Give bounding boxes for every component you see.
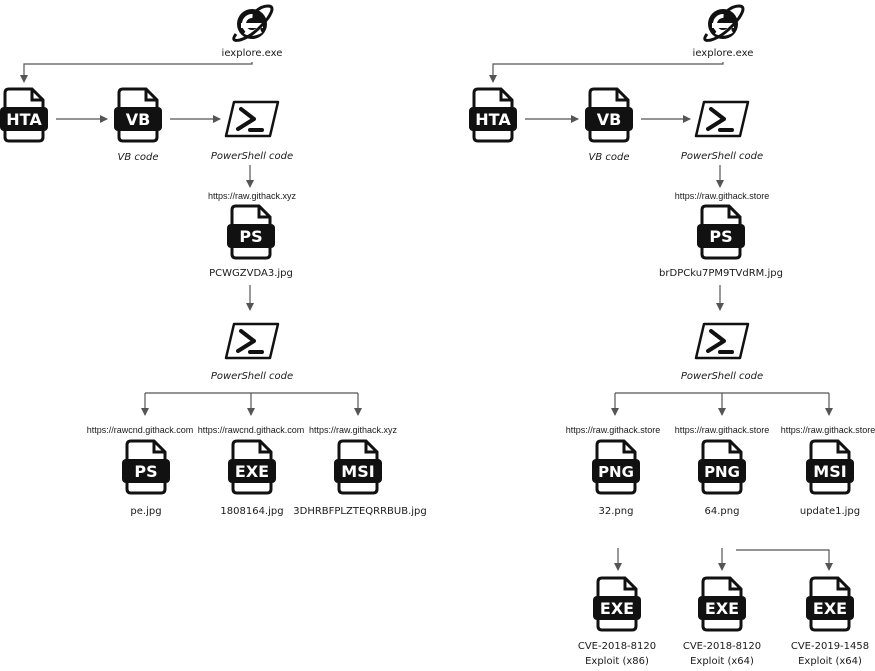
left-download-badge-2: EXE	[228, 459, 276, 483]
svg-text:PNG: PNG	[598, 463, 634, 481]
right-download-badge-1: PNG	[592, 459, 640, 483]
left-hta-badge: HTA	[0, 107, 48, 131]
right-ps-caption-2: PowerShell code	[681, 371, 763, 382]
right-ps-caption-1: PowerShell code	[681, 151, 763, 162]
svg-text:VB: VB	[126, 110, 151, 129]
svg-text:MSI: MSI	[813, 462, 846, 481]
left-ps-caption-1: PowerShell code	[211, 151, 293, 162]
left-download-badge-1: PS	[122, 459, 170, 483]
svg-text:HTA: HTA	[475, 110, 511, 129]
right-download-file-3: update1.jpg	[800, 506, 860, 517]
right-ps-file-badge: PS	[697, 224, 745, 248]
right-ie-label: iexplore.exe	[693, 48, 754, 59]
left-download-url-1: https://rawcnd.githack.com	[87, 425, 194, 435]
right-download-url-3: https://raw.githack.store	[781, 425, 875, 435]
left-download-file-1: pe.jpg	[130, 506, 161, 517]
svg-text:PS: PS	[134, 462, 157, 481]
svg-text:EXE: EXE	[813, 599, 847, 618]
svg-text:EXE: EXE	[600, 599, 634, 618]
right-exploit-name-3: CVE-2019-1458	[791, 641, 869, 652]
left-vb-badge: VB	[114, 107, 162, 131]
left-url-1: https://raw.githack.xyz	[208, 191, 297, 201]
right-vb-badge: VB	[585, 107, 633, 131]
right-exploit-name-1: CVE-2018-8120	[578, 641, 656, 652]
left-powershell-icon-1	[224, 100, 280, 138]
left-ie-label: iexplore.exe	[222, 48, 283, 59]
left-ps-file-badge: PS	[227, 224, 275, 248]
right-exploit-branch-2	[736, 549, 833, 571]
right-exploit-name-2: CVE-2018-8120	[683, 641, 761, 652]
left-ie-connector	[20, 62, 253, 83]
right-file-1: brDPCku7PM9TVdRM.jpg	[659, 268, 783, 279]
right-download-badge-2: PNG	[698, 459, 746, 483]
right-download-url-2: https://raw.githack.store	[675, 425, 770, 435]
right-exploit-arch-1: Exploit (x86)	[585, 656, 649, 667]
left-download-url-3: https://raw.githack.xyz	[309, 425, 398, 435]
left-internet-explorer-icon	[231, 4, 274, 43]
svg-text:MSI: MSI	[341, 462, 374, 481]
right-vb-caption: VB code	[589, 152, 630, 163]
right-download-file-2: 64.png	[705, 506, 740, 517]
right-internet-explorer-icon	[702, 4, 745, 43]
right-hta-badge: HTA	[469, 107, 517, 131]
right-download-file-1: 32.png	[599, 506, 634, 517]
right-exploit-badge-2: EXE	[698, 596, 746, 620]
left-diagram: iexplore.exe HTA VB VB code PowerShell c…	[0, 4, 427, 517]
left-vb-caption: VB code	[118, 152, 159, 163]
svg-text:VB: VB	[597, 110, 622, 129]
svg-text:PNG: PNG	[704, 463, 740, 481]
svg-text:EXE: EXE	[235, 462, 269, 481]
right-ie-connector	[489, 62, 724, 83]
right-powershell-icon-1	[694, 100, 750, 138]
left-download-file-2: 1808164.jpg	[220, 506, 283, 517]
left-download-url-2: https://rawcnd.githack.com	[198, 425, 305, 435]
svg-text:PS: PS	[709, 227, 732, 246]
svg-text:HTA: HTA	[6, 110, 42, 129]
left-powershell-icon-2	[224, 322, 280, 360]
right-download-url-1: https://raw.githack.store	[566, 425, 661, 435]
right-download-badge-3: MSI	[806, 459, 854, 483]
right-exploit-badge-3: EXE	[806, 596, 854, 620]
left-ps-caption-2: PowerShell code	[211, 371, 293, 382]
svg-text:EXE: EXE	[705, 599, 739, 618]
right-exploit-arch-3: Exploit (x64)	[798, 656, 862, 667]
right-diagram: iexplore.exe HTA VB VB code PowerShell c…	[469, 4, 875, 667]
left-file-1: PCWGZVDA3.jpg	[209, 268, 293, 279]
left-download-badge-3: MSI	[334, 459, 382, 483]
left-download-file-3: 3DHRBFPLZTEQRRBUB.jpg	[293, 506, 426, 517]
right-url-1: https://raw.githack.store	[675, 191, 770, 201]
right-exploit-badge-1: EXE	[593, 596, 641, 620]
svg-text:PS: PS	[239, 227, 262, 246]
right-powershell-icon-2	[694, 322, 750, 360]
right-exploit-arch-2: Exploit (x64)	[690, 656, 754, 667]
